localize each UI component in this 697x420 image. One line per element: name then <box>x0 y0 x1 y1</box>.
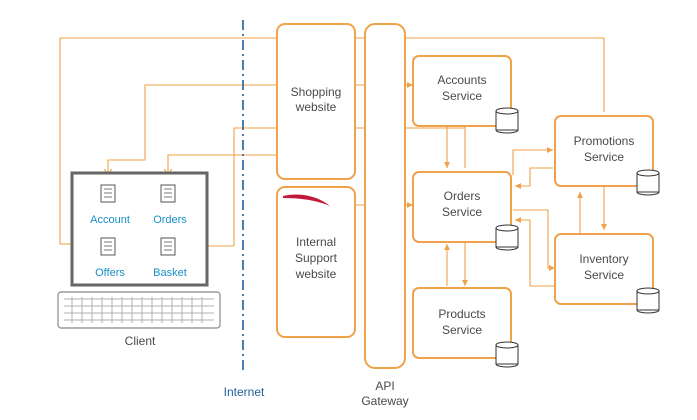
database-icon <box>495 341 519 368</box>
form-icon <box>160 237 176 256</box>
shopping-website: Shopping website <box>276 23 356 180</box>
promotions-service: Promotions Service <box>554 115 660 196</box>
accounts-service-label-1: Accounts <box>437 73 486 87</box>
orders-service-label-2: Service <box>442 205 482 219</box>
support-website-label-2: Support <box>295 251 338 265</box>
database-icon <box>495 224 519 251</box>
connector-orders-promotions <box>512 147 553 175</box>
inventory-service-label-1: Inventory <box>579 252 628 266</box>
client-screen-frame <box>70 171 209 287</box>
client-keyboard <box>57 291 221 329</box>
internet-label: Internet <box>224 385 265 399</box>
form-icon <box>160 184 176 203</box>
keyboard-keys <box>64 297 214 323</box>
connector-basket <box>233 127 277 246</box>
red-swoosh-mark <box>283 194 330 206</box>
api-gateway-label-2: Gateway <box>361 394 408 408</box>
database-icon <box>636 287 660 314</box>
products-service-label-1: Products <box>438 307 485 321</box>
shopping-website-label-1: Shopping <box>291 85 342 99</box>
products-service: Products Service <box>412 287 519 368</box>
connector-orders-inventory <box>513 209 555 271</box>
inventory-service-label-2: Service <box>584 268 624 282</box>
support-website-label-3: website <box>295 267 337 281</box>
client-module-account: Account <box>90 214 130 226</box>
client-module-orders: Orders <box>153 214 187 226</box>
connector-shopping-account <box>108 84 277 176</box>
client-laptop: Client Account Orders Offers Basket <box>57 171 221 348</box>
promotions-service-label-1: Promotions <box>574 134 635 148</box>
accounts-service: Accounts Service <box>412 55 519 134</box>
support-website: Internal Support website <box>276 186 356 338</box>
orders-service: Orders Service <box>412 171 519 251</box>
client-caption: Client <box>125 334 156 348</box>
products-service-label-2: Service <box>442 323 482 337</box>
api-gateway-label-1: API <box>375 379 394 393</box>
accounts-service-label-2: Service <box>442 89 482 103</box>
orders-service-label-1: Orders <box>444 189 481 203</box>
connector-inventory-orders <box>515 217 555 287</box>
inventory-service: Inventory Service <box>554 233 660 314</box>
database-icon <box>495 107 519 134</box>
form-icon <box>100 237 116 256</box>
connector-shopping-orders <box>168 154 277 176</box>
promotions-service-label-2: Service <box>584 150 624 164</box>
client-module-offers: Offers <box>95 267 125 279</box>
api-gateway: API Gateway <box>361 23 409 408</box>
client-module-basket: Basket <box>153 267 187 279</box>
database-icon <box>636 169 660 196</box>
support-website-label-1: Internal <box>296 235 336 249</box>
connector-promotions-orders <box>515 167 553 189</box>
form-icon <box>100 184 116 203</box>
shopping-website-label-2: website <box>295 100 337 114</box>
connectors <box>59 37 607 287</box>
